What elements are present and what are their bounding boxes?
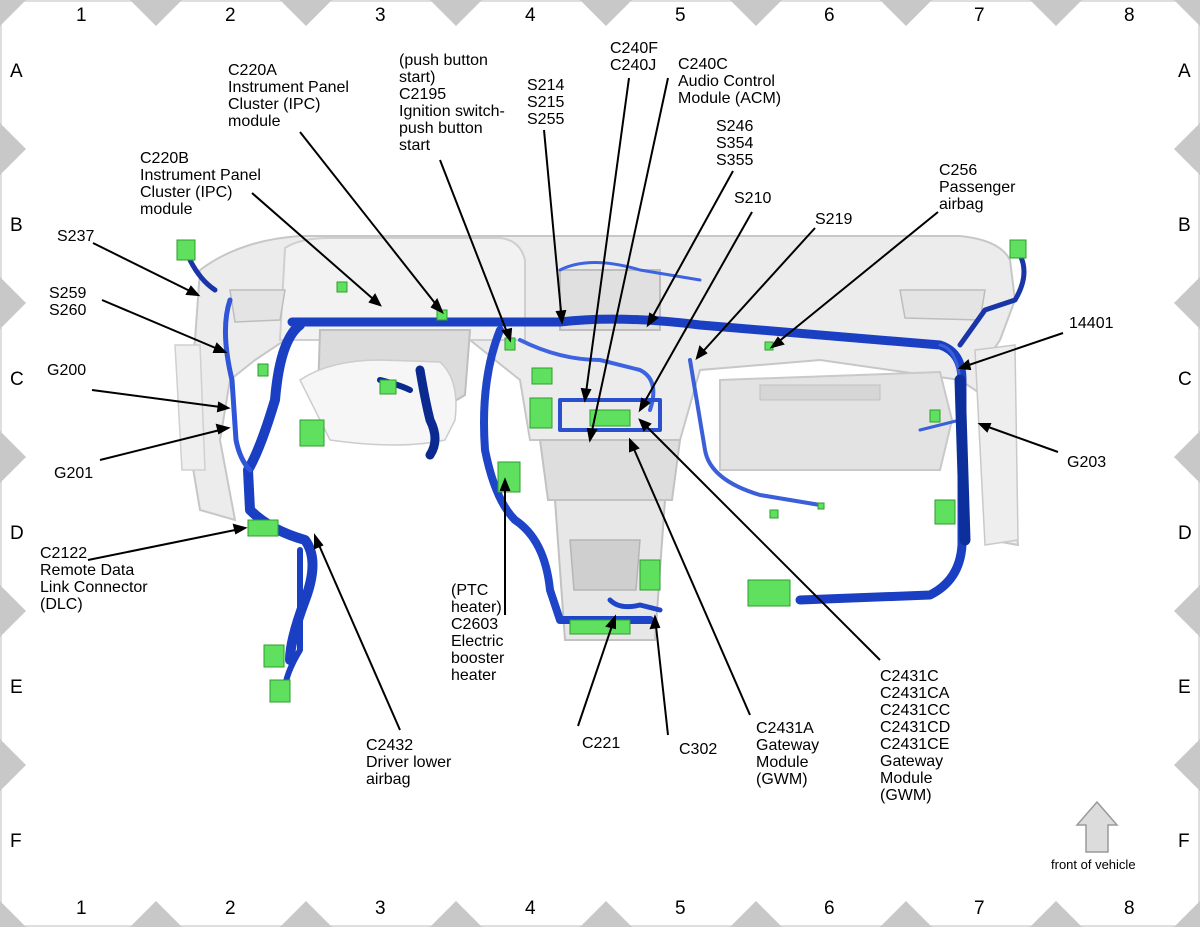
border-triangle — [0, 739, 26, 791]
grid-row-D: D — [10, 523, 24, 544]
leader-lines — [87, 77, 1064, 736]
border-triangle — [1174, 901, 1200, 927]
label-s259: S259 S260 — [49, 285, 87, 319]
grid-column-6: 6 — [824, 5, 835, 26]
grid-column-1: 1 — [76, 5, 87, 26]
border-triangle — [0, 0, 26, 26]
label-s237: S237 — [57, 228, 95, 245]
label-g203: G203 — [1067, 454, 1107, 471]
grid-row-A: A — [1178, 61, 1191, 82]
border-triangle — [130, 0, 182, 26]
grid-row-B: B — [1178, 215, 1191, 236]
label-c256: C256 Passenger airbag — [939, 162, 1016, 213]
grid-column-4: 4 — [525, 898, 536, 919]
label-c2195: (push button start) C2195 Ignition switc… — [399, 52, 505, 154]
label-g200: G200 — [47, 362, 87, 379]
grid-column-3: 3 — [375, 898, 386, 919]
border-triangle — [1030, 901, 1082, 927]
label-s210: S210 — [734, 190, 772, 207]
grid-row-C: C — [10, 369, 24, 390]
grid-row-A: A — [10, 61, 23, 82]
border-triangle — [1174, 739, 1200, 791]
border-triangle — [0, 901, 26, 927]
grid-column-8: 8 — [1124, 5, 1135, 26]
grid-column-2: 2 — [225, 5, 236, 26]
grid-column-2: 2 — [225, 898, 236, 919]
grid-row-C: C — [1178, 369, 1192, 390]
border-triangle — [0, 277, 26, 329]
label-c220a: C220A Instrument Panel Cluster (IPC) mod… — [228, 62, 349, 130]
grid-row-F: F — [10, 831, 22, 852]
border-triangle — [1174, 123, 1200, 175]
border-triangle — [580, 0, 632, 26]
label-s246: S246 S354 S355 — [716, 118, 754, 169]
border-triangle — [880, 0, 932, 26]
border-triangle — [130, 901, 182, 927]
border-triangle — [430, 0, 482, 26]
label-c221: C221 — [582, 735, 621, 752]
label-c240c: C240C Audio Control Module (ACM) — [678, 56, 782, 107]
grid-row-B: B — [10, 215, 23, 236]
label-c220b: C220B Instrument Panel Cluster (IPC) mod… — [140, 150, 261, 218]
border-triangle — [280, 0, 332, 26]
grid-column-4: 4 — [525, 5, 536, 26]
grid-column-7: 7 — [974, 5, 985, 26]
border-triangle — [1030, 0, 1082, 26]
label-14401: 14401 — [1069, 315, 1114, 332]
label-g201: G201 — [54, 465, 94, 482]
border-triangle — [0, 585, 26, 637]
label-c2603: (PTC heater) C2603 Electric booster heat… — [451, 582, 505, 684]
border-triangle — [0, 123, 26, 175]
border-triangle — [1174, 277, 1200, 329]
grid-column-8: 8 — [1124, 898, 1135, 919]
front-of-vehicle-label: front of vehicle — [1051, 857, 1136, 872]
label-c2122: C2122 Remote Data Link Connector (DLC) — [40, 545, 148, 613]
border-triangle — [1174, 431, 1200, 483]
border-triangle — [730, 0, 782, 26]
grid-column-3: 3 — [375, 5, 386, 26]
grid-column-6: 6 — [824, 898, 835, 919]
border-triangle — [730, 901, 782, 927]
front-arrow-icon — [1075, 800, 1119, 853]
label-c302: C302 — [679, 741, 718, 758]
label-c2432: C2432 Driver lower airbag — [366, 737, 452, 788]
border-triangle — [1174, 0, 1200, 26]
grid-row-E: E — [1178, 677, 1191, 698]
label-s219: S219 — [815, 211, 853, 228]
grid-column-1: 1 — [76, 898, 87, 919]
grid-row-F: F — [1178, 831, 1190, 852]
border-triangle — [430, 901, 482, 927]
grid-column-7: 7 — [974, 898, 985, 919]
label-c2431c: C2431C C2431CA C2431CC C2431CD C2431CE G… — [880, 668, 951, 804]
label-c240f: C240F C240J — [610, 40, 659, 74]
border-triangle — [880, 901, 932, 927]
border-triangle — [280, 901, 332, 927]
grid-column-5: 5 — [675, 898, 686, 919]
label-c2431a: C2431A Gateway Module (GWM) — [756, 720, 820, 788]
border-triangle — [1174, 585, 1200, 637]
border-triangle — [580, 901, 632, 927]
border-triangle — [0, 431, 26, 483]
grid-row-E: E — [10, 677, 23, 698]
connectors — [176, 239, 1027, 703]
grid-column-5: 5 — [675, 5, 686, 26]
label-s214: S214 S215 S255 — [527, 77, 565, 128]
grid-row-D: D — [1178, 523, 1192, 544]
